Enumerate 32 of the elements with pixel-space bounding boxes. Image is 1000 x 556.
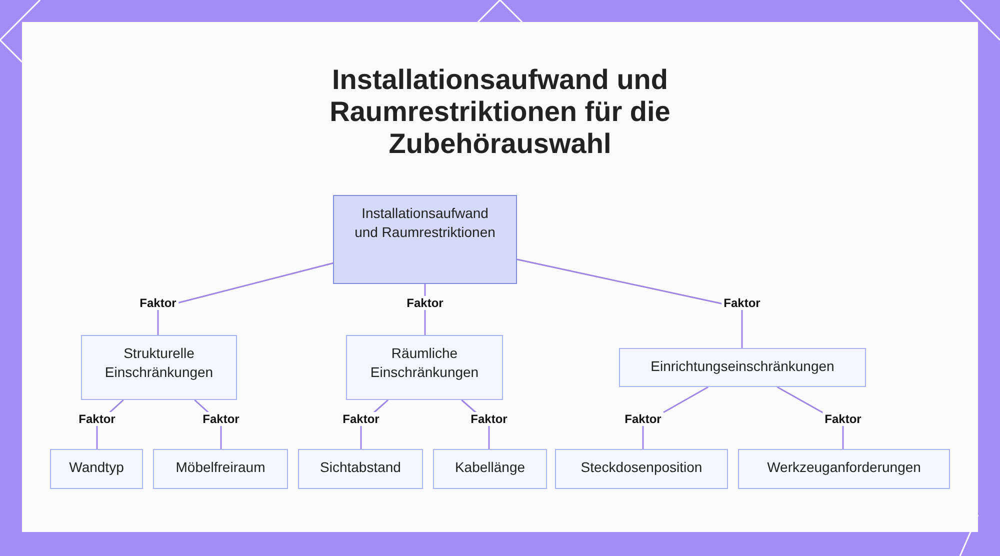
node-label: Räumliche Einschränkungen: [369, 344, 480, 382]
category-box: [298, 449, 423, 489]
edge-label: Faktor: [200, 412, 242, 426]
node-label: Möbelfreiraum: [174, 458, 266, 477]
node-label: Wandtyp: [68, 458, 125, 477]
connector-line: [516, 258, 743, 348]
edge-label: Faktor: [76, 412, 118, 426]
edge-label: Faktor: [468, 412, 510, 426]
edge-label: Faktor: [722, 296, 762, 310]
category-box: [153, 449, 288, 489]
edge-label: Faktor: [340, 412, 382, 426]
category-box: [50, 449, 143, 489]
edge-label: Faktor: [404, 296, 446, 310]
category-box: [433, 449, 547, 489]
node-label: Strukturelle Einschränkungen: [104, 344, 214, 382]
node-label: Kabellänge: [454, 458, 526, 477]
node-label: Installationsaufwand und Raumrestriktionen: [354, 204, 496, 242]
diagram-title: Installationsaufwand und Raumrestriktionen für die Zubehörauswahl: [328, 64, 672, 160]
category-box: [81, 335, 237, 400]
edge-label: Faktor: [622, 412, 664, 426]
root-box: [333, 195, 517, 284]
node-label: Sichtabstand: [319, 458, 402, 477]
node-label: Werkzeuganforderungen: [766, 458, 922, 477]
node-label: Einrichtungseinschränkungen: [650, 357, 836, 376]
edge-label: Faktor: [138, 296, 178, 310]
edge-label: Faktor: [822, 412, 864, 426]
category-box: [555, 449, 728, 489]
category-box: [346, 335, 503, 400]
category-box: [738, 449, 950, 489]
category-box: [619, 348, 866, 387]
node-label: Steckdosenposition: [580, 458, 704, 477]
connector-line: [157, 262, 334, 335]
